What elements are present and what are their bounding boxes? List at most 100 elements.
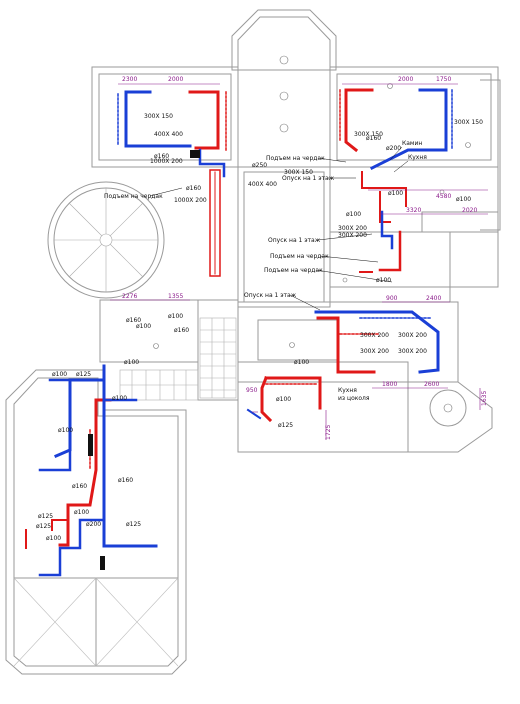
duct-label: 1000X 200 bbox=[174, 197, 207, 204]
supply-duct-r1 bbox=[361, 171, 407, 207]
duct-label: ø100 bbox=[346, 211, 361, 218]
duct-label: ø250 bbox=[252, 162, 267, 169]
duct-label: 400X 400 bbox=[248, 181, 277, 188]
duct-label: ø160 bbox=[126, 317, 141, 324]
bottom-diagonals bbox=[13, 577, 179, 667]
dim-2300: 2300 bbox=[122, 76, 137, 83]
note-drop-floor-2: Опуск на 1 этаж bbox=[268, 237, 321, 244]
exhaust-duct-tl bbox=[124, 90, 192, 148]
dim-3320: 3320 bbox=[406, 207, 421, 214]
duct-label: ø160 bbox=[186, 185, 201, 192]
duct-label: 300X 150 bbox=[354, 131, 383, 138]
wall-top-right-room bbox=[329, 66, 499, 168]
dim-1635: 1635 bbox=[481, 391, 488, 406]
supply-riser-center bbox=[209, 169, 221, 277]
supply-duct-tl bbox=[188, 90, 220, 150]
dim-1750: 1750 bbox=[436, 76, 451, 83]
duct-label: ø100 bbox=[388, 190, 403, 197]
duct-labels: 300X 150 400X 400 ø160 1000X 200 ø160 10… bbox=[36, 113, 483, 542]
supply-duct-r2 bbox=[379, 191, 391, 223]
duct-label: ø100 bbox=[74, 509, 89, 516]
exhaust-duct-kitchen bbox=[380, 210, 394, 250]
wall-center-room-inner bbox=[257, 319, 339, 361]
duct-label: 300X 200 bbox=[338, 225, 367, 232]
duct-label: ø100 bbox=[276, 396, 291, 403]
wall-stairs bbox=[197, 299, 239, 401]
note-drop-floor-3: Опуск на 1 этаж bbox=[244, 292, 297, 299]
duct-label: ø160 bbox=[72, 483, 87, 490]
wall-bottom-left-wing-outer bbox=[5, 369, 187, 675]
duct-label: 400X 400 bbox=[154, 131, 183, 138]
wall-bottom-left-wing-inner bbox=[13, 377, 179, 667]
exhaust-duct-lm bbox=[246, 408, 262, 420]
duct-label: ø125 bbox=[278, 422, 293, 429]
stair-grid bbox=[119, 317, 237, 401]
duct-label: ø160 bbox=[174, 327, 189, 334]
leader-lines bbox=[149, 146, 409, 311]
supply-duct-bl bbox=[58, 398, 112, 547]
duct-label: 300X 200 bbox=[360, 348, 389, 355]
wall-lower-middle bbox=[237, 361, 409, 453]
exhaust-duct-bl-main bbox=[102, 378, 158, 548]
duct-label: 300X 200 bbox=[360, 332, 389, 339]
note-fireplace: Камин bbox=[402, 140, 422, 147]
note-kitchen-2: Кухня bbox=[338, 387, 357, 394]
duct-label: ø100 bbox=[46, 535, 61, 542]
dim-2400: 2400 bbox=[426, 295, 441, 302]
walls bbox=[5, 9, 501, 675]
supply-duct-center bbox=[316, 316, 376, 374]
duct-label: ø125 bbox=[126, 521, 141, 528]
dim-950: 950 bbox=[246, 387, 258, 394]
dim-2600: 2600 bbox=[424, 381, 439, 388]
wall-bay-circle bbox=[429, 389, 467, 427]
ceiling-fixtures bbox=[153, 55, 471, 413]
exhaust-duct-bl3 bbox=[38, 448, 72, 472]
duct-label: 300X 200 bbox=[398, 348, 427, 355]
supply-duct-tr bbox=[344, 88, 374, 153]
round-room-ribs bbox=[54, 188, 158, 292]
duct-label: ø200 bbox=[386, 145, 401, 152]
wall-lower-right-bay bbox=[407, 381, 493, 453]
note-from-basement: из цоколя bbox=[338, 395, 370, 402]
dim-1725: 1725 bbox=[325, 425, 332, 440]
duct-label: 300X 200 bbox=[398, 332, 427, 339]
wall-top-tower-outer bbox=[231, 9, 337, 71]
dim-2000-b: 2000 bbox=[398, 76, 413, 83]
duct-label: 300X 150 bbox=[284, 169, 313, 176]
wall-center-room bbox=[237, 301, 459, 383]
duct-label: ø100 bbox=[294, 359, 309, 366]
dim-4580: 4580 bbox=[436, 193, 451, 200]
dim-2020: 2020 bbox=[462, 207, 477, 214]
dimension-lines bbox=[110, 83, 488, 440]
duct-label: ø125 bbox=[36, 523, 51, 530]
supply-ducts bbox=[25, 88, 407, 549]
supply-duct-bl2 bbox=[51, 519, 69, 531]
note-rise-attic-2: Подъем на чердак bbox=[266, 155, 325, 162]
duct-label: ø100 bbox=[124, 359, 139, 366]
duct-label: 300X 150 bbox=[144, 113, 173, 120]
dimension-texts: 2300 2000 2000 1750 4580 3320 2020 2276 … bbox=[122, 76, 488, 440]
dim-1355: 1355 bbox=[168, 293, 183, 300]
dim-2000-a: 2000 bbox=[168, 76, 183, 83]
wall-top-left-room bbox=[91, 66, 239, 168]
supply-duct-kitchen bbox=[378, 230, 402, 272]
duct-label: ø100 bbox=[52, 371, 67, 378]
duct-label: ø160 bbox=[118, 477, 133, 484]
duct-label: ø125 bbox=[38, 513, 53, 520]
wall-round-room-outer bbox=[47, 181, 165, 299]
duct-label: 300X 150 bbox=[454, 119, 483, 126]
wall-kitchen bbox=[329, 231, 451, 303]
wall-top-left-room-inner bbox=[98, 73, 232, 161]
duct-label: 1000X 200 bbox=[150, 158, 183, 165]
duct-label: ø100 bbox=[456, 196, 471, 203]
dim-900: 900 bbox=[386, 295, 398, 302]
duct-label: ø100 bbox=[58, 427, 73, 434]
exhaust-ducts bbox=[38, 88, 453, 577]
note-kitchen: Кухня bbox=[408, 154, 427, 161]
wall-right-mid-room-2 bbox=[421, 211, 499, 233]
duct-label: ø125 bbox=[76, 371, 91, 378]
duct-label: ø200 bbox=[86, 521, 101, 528]
exhaust-duct-center bbox=[314, 310, 440, 374]
